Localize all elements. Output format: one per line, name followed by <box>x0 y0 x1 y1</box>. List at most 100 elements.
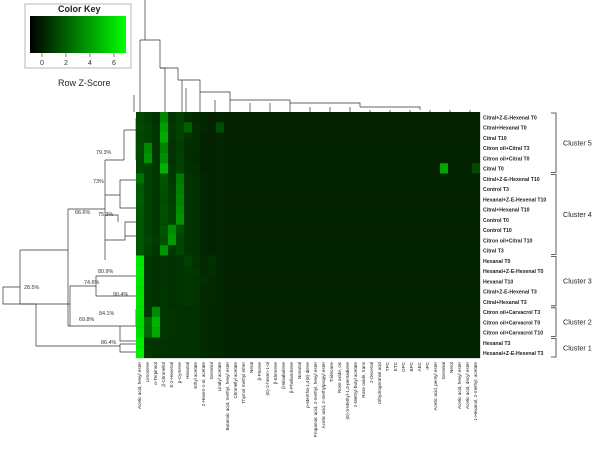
node-pct-label: 75.3% <box>98 212 113 218</box>
heatmap-cell <box>400 296 409 307</box>
heatmap-cell <box>328 286 337 297</box>
heatmap-cell <box>376 122 385 133</box>
heatmap-cell <box>232 142 241 154</box>
heatmap-cell <box>168 255 177 266</box>
heatmap-cell <box>344 265 353 277</box>
heatmap-cell <box>472 122 481 133</box>
heatmap-cell <box>296 214 305 225</box>
heatmap-cell <box>296 173 305 184</box>
heatmap-cell <box>320 173 329 184</box>
row-label: Citral T0 <box>483 167 504 173</box>
heatmap-cell <box>144 255 153 266</box>
heatmap-cell <box>200 132 209 143</box>
heatmap-cell <box>400 142 409 154</box>
heatmap-cell <box>392 204 401 215</box>
heatmap-cell <box>472 163 481 174</box>
heatmap-cell <box>232 173 241 184</box>
heatmap-cell <box>136 286 145 297</box>
heatmap-cell <box>144 183 153 195</box>
heatmap-cell <box>440 132 449 143</box>
heatmap-cell <box>256 245 265 256</box>
heatmap-cell <box>248 112 257 123</box>
heatmap-cell <box>216 142 225 154</box>
heatmap-cell <box>440 276 449 287</box>
heatmap-cell <box>216 337 225 348</box>
heatmap-cell <box>400 112 409 123</box>
heatmap-cell <box>280 347 289 359</box>
heatmap-cell <box>184 255 193 266</box>
heatmap-cell <box>168 224 177 236</box>
heatmap-cell <box>200 265 209 277</box>
heatmap-cell <box>232 183 241 195</box>
heatmap-cell <box>264 224 273 236</box>
column-label: Geranial <box>441 362 446 379</box>
heatmap-cell <box>288 224 297 236</box>
heatmap-cell <box>352 296 361 307</box>
heatmap-cell <box>280 255 289 266</box>
heatmap-cell <box>336 183 345 195</box>
heatmap-cell <box>168 122 177 133</box>
heatmap-cell <box>152 132 161 143</box>
heatmap-cell <box>160 276 169 287</box>
column-label: IPC <box>425 361 430 369</box>
heatmap-cell <box>272 296 281 307</box>
heatmap-cell <box>312 132 321 143</box>
heatmap-cell <box>376 163 385 174</box>
heatmap-cell <box>248 194 257 205</box>
heatmap-cell <box>248 183 257 195</box>
heatmap-cell <box>136 142 145 154</box>
heatmap-cell <box>464 173 473 184</box>
heatmap-cell <box>416 245 425 256</box>
heatmap-cell <box>224 327 233 338</box>
heatmap-cell <box>464 153 473 164</box>
heatmap-cell <box>424 296 433 307</box>
heatmap-cell <box>200 224 209 236</box>
row-label: Hexanal T3 <box>483 341 511 347</box>
heatmap-cell <box>216 245 225 256</box>
heatmap-cell <box>296 296 305 307</box>
heatmap-cell <box>328 204 337 215</box>
heatmap-cell <box>136 224 145 236</box>
heatmap-cell <box>280 224 289 236</box>
heatmap-cell <box>152 112 161 123</box>
heatmap-cell <box>256 204 265 215</box>
heatmap-cell <box>264 337 273 348</box>
heatmap-cell <box>352 255 361 266</box>
color-key-tick-label: 0 <box>40 60 44 67</box>
heatmap-cell <box>224 142 233 154</box>
heatmap-cell <box>152 337 161 348</box>
heatmap-cell <box>240 122 249 133</box>
heatmap-cell <box>272 173 281 184</box>
heatmap-cell <box>248 317 257 328</box>
heatmap-cell <box>224 122 233 133</box>
heatmap-cell <box>472 317 481 328</box>
heatmap-cell <box>440 183 449 195</box>
heatmap-cell <box>192 235 201 246</box>
heatmap-cell <box>160 235 169 246</box>
heatmap-cell <box>192 306 201 318</box>
heatmap-cell <box>392 214 401 225</box>
heatmap-cell <box>248 224 257 236</box>
heatmap-cell <box>384 306 393 318</box>
heatmap-cell <box>408 255 417 266</box>
heatmap-cell <box>192 132 201 143</box>
heatmap-cell <box>272 235 281 246</box>
heatmap-cell <box>280 194 289 205</box>
heatmap-cell <box>208 112 217 123</box>
heatmap-cell <box>136 296 145 307</box>
heatmap-cell <box>272 163 281 174</box>
heatmap-cell <box>376 224 385 236</box>
heatmap-cell <box>200 337 209 348</box>
heatmap-cell <box>184 306 193 318</box>
heatmap-cell <box>264 265 273 277</box>
heatmap-cell <box>312 306 321 318</box>
heatmap-cell <box>456 317 465 328</box>
heatmap-cell <box>280 163 289 174</box>
row-label: Hexanal+Z-E-Hexenal T0 <box>483 269 544 275</box>
heatmap-cell <box>352 317 361 328</box>
heatmap-cell <box>280 183 289 195</box>
heatmap-cell <box>216 173 225 184</box>
heatmap-cell <box>464 265 473 277</box>
heatmap-cell <box>464 286 473 297</box>
heatmap-cell <box>240 347 249 359</box>
